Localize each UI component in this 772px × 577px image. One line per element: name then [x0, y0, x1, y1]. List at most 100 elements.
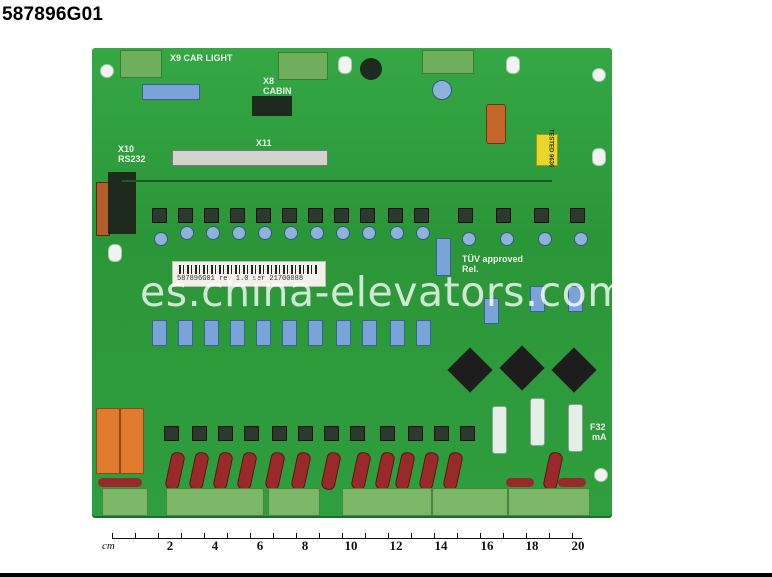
bridge-rectifier [499, 345, 545, 391]
connector-x9 [120, 50, 162, 78]
orange-relay [96, 408, 120, 474]
capacitor [500, 232, 514, 246]
varistor [164, 450, 186, 492]
ruler-label: 6 [256, 538, 264, 553]
rs232-housing [108, 172, 136, 234]
capacitor [462, 232, 476, 246]
silk-ma: mA [592, 432, 607, 442]
ic-chip [534, 208, 549, 223]
varistor [350, 450, 372, 492]
ruler-label: 18 [525, 538, 539, 553]
ruler-tick [135, 533, 136, 539]
mount-hole [594, 468, 608, 482]
fuse [530, 398, 545, 446]
barcode [179, 265, 319, 274]
varistor [212, 450, 234, 492]
mount-hole [592, 68, 606, 82]
mount-hole [506, 56, 520, 74]
connector-x11 [172, 150, 328, 166]
bottom-border [0, 573, 772, 577]
ruler-tick [365, 533, 366, 539]
blue-relay [152, 320, 167, 346]
varistor [442, 450, 464, 492]
optocoupler [408, 426, 423, 441]
capacitor [232, 226, 246, 240]
connector-bottom [166, 488, 264, 516]
bridge-rectifier [447, 347, 493, 393]
optocoupler [324, 426, 339, 441]
ruler-tick [503, 533, 504, 539]
ruler-tick [572, 533, 573, 539]
varistor [290, 450, 312, 492]
ic-chip [360, 208, 375, 223]
ruler-label: 2 [166, 538, 174, 553]
pcb-trace [122, 180, 552, 182]
connector-bottom [102, 488, 148, 516]
connector-bottom [342, 488, 432, 516]
optocoupler [272, 426, 287, 441]
ruler-tick [342, 533, 343, 539]
ruler-unit: cm [102, 540, 115, 552]
orange-relay [120, 408, 144, 474]
varistor [558, 478, 586, 487]
ic-chip [308, 208, 323, 223]
optocoupler [298, 426, 313, 441]
ruler-label: 14 [434, 538, 448, 553]
capacitor [416, 226, 430, 240]
varistor [394, 450, 416, 492]
connector-bottom [508, 488, 590, 516]
mount-hole [108, 244, 122, 262]
ruler-tick [250, 533, 251, 539]
varistor [236, 450, 258, 492]
optocoupler [380, 426, 395, 441]
ruler-tick [388, 533, 389, 539]
ic-chip [334, 208, 349, 223]
ruler-tick [158, 533, 159, 539]
fuse [568, 404, 583, 452]
capacitor [284, 226, 298, 240]
varistor [264, 450, 286, 492]
optocoupler [164, 426, 179, 441]
ruler-label: 16 [480, 538, 494, 553]
ruler-tick [112, 533, 113, 539]
silk-x9-car-light: X9 CAR LIGHT [170, 53, 233, 63]
connector-x8 [278, 52, 328, 80]
capacitor [310, 226, 324, 240]
blue-relay [336, 320, 351, 346]
blue-relay [256, 320, 271, 346]
ic-chip [252, 96, 292, 116]
ic-chip [496, 208, 511, 223]
mount-hole [338, 56, 352, 74]
blue-resistor [142, 84, 200, 100]
ruler-tick [319, 533, 320, 539]
blue-relay [416, 320, 431, 346]
connector-bottom [432, 488, 508, 516]
ruler-tick [549, 533, 550, 539]
ruler-tick [227, 533, 228, 539]
ruler-tick [434, 533, 435, 539]
optocoupler [244, 426, 259, 441]
blue-relay [530, 286, 545, 312]
tested-sticker: TESTED 9636 [536, 129, 558, 167]
connector-top-right [422, 50, 474, 74]
silk-tuv-approved: TÜV approved [462, 254, 524, 264]
capacitor [206, 226, 220, 240]
varistor [418, 450, 440, 492]
mount-hole [100, 64, 114, 78]
ruler-tick [480, 533, 481, 539]
silk-cabin: CABIN [263, 86, 292, 96]
blue-relay [230, 320, 245, 346]
mount-hole [592, 148, 606, 166]
silk-x8: X8 [263, 76, 275, 86]
ic-chip [388, 208, 403, 223]
ic-chip [230, 208, 245, 223]
ic-chip [178, 208, 193, 223]
blue-relay [204, 320, 219, 346]
ic-chip [204, 208, 219, 223]
ruler-label: 20 [571, 538, 585, 553]
cm-ruler: cm 2 4 6 8 10 12 14 16 18 20 [100, 528, 600, 556]
ruler-label: 10 [344, 538, 358, 553]
capacitor [180, 226, 194, 240]
ruler-tick [411, 533, 412, 539]
varistor [98, 478, 142, 487]
